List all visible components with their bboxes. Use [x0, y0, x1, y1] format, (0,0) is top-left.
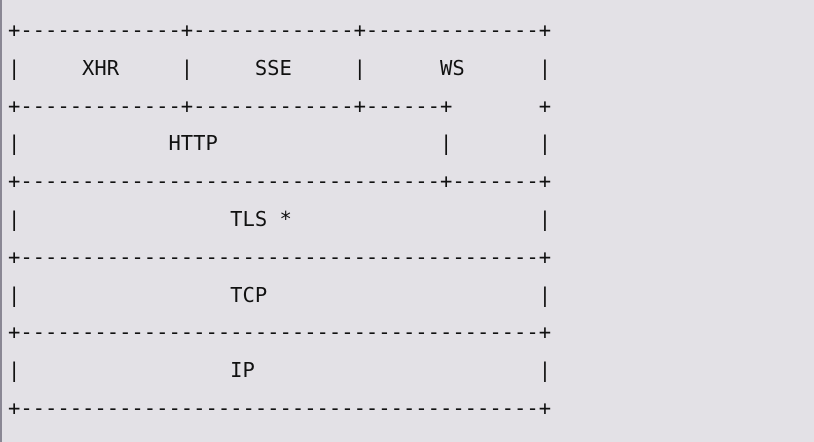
border-below-xhr-sse-ws: +-------------+-------------+------+ +	[8, 93, 552, 118]
border-below-http: +----------------------------------+----…	[8, 169, 552, 194]
border-bottom: +---------------------------------------…	[8, 395, 552, 420]
row-http: | HTTP | |	[8, 131, 552, 156]
row-tls: | TLS * |	[8, 206, 552, 231]
row-tcp: | TCP |	[8, 282, 552, 307]
protocol-stack-diagram: +-------------+-------------+-----------…	[8, 12, 551, 428]
row-ip: | IP |	[8, 358, 552, 383]
left-border-rule	[0, 0, 2, 442]
border-top: +-------------+-------------+-----------…	[8, 18, 552, 42]
border-below-tcp: +---------------------------------------…	[8, 320, 552, 345]
border-below-tls: +---------------------------------------…	[8, 244, 552, 269]
row-xhr-sse-ws: | XHR | SSE | WS |	[8, 55, 552, 80]
